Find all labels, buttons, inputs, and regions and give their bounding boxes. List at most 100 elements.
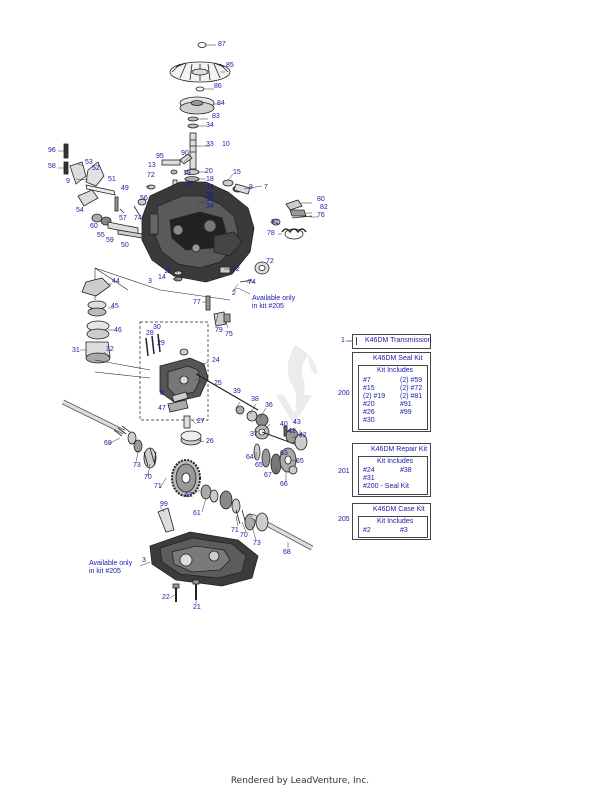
part-label-14: 14: [158, 274, 166, 281]
part-label-71: 71: [231, 527, 239, 534]
control-lever: [63, 143, 116, 207]
kit-seal-item: (2) #81: [400, 393, 423, 400]
part-label-13: 13: [148, 162, 156, 169]
kit-case-includes: Kit Includes: [377, 518, 414, 525]
part-label-77: 77: [193, 299, 201, 306]
kit-case-number: 205: [338, 516, 350, 523]
part-label-49: 49: [121, 185, 129, 192]
part-label-11: 11: [164, 268, 172, 275]
part-label-99: 99: [160, 501, 168, 508]
bull-gear: [171, 459, 201, 497]
part-label-39: 39: [233, 388, 241, 395]
part-label-69: 69: [104, 440, 112, 447]
part-label-72: 72: [147, 172, 155, 179]
part-label-65: 65: [255, 462, 263, 469]
part-label-10: 10: [222, 141, 230, 148]
part-label-80: 80: [317, 196, 325, 203]
part-label-68: 68: [283, 549, 291, 556]
part-label-34: 34: [206, 184, 214, 191]
part-label-42: 42: [299, 432, 307, 439]
kit-case-box: K46DM Case Kit Kit Includes #2 #3: [352, 503, 431, 540]
part-label-55: 55: [97, 232, 105, 239]
part-label-8: 8: [249, 184, 253, 191]
part-label-31: 31: [72, 347, 80, 354]
part-label-84: 84: [217, 100, 225, 107]
part-label-50: 50: [121, 242, 129, 249]
kit-case-title: K46DM Case Kit: [373, 506, 425, 513]
kit-case-item: #3: [400, 527, 408, 534]
part-label-21: 21: [193, 604, 201, 611]
kit-seal-item: #20: [363, 401, 375, 408]
part-label-19: 19: [183, 170, 191, 177]
part-label-32: 32: [106, 346, 114, 353]
part-label-20: 20: [205, 168, 213, 175]
kit-seal-item: (2) #72: [400, 385, 423, 392]
part-label-34: 34: [206, 203, 214, 210]
part-label-7: 7: [264, 184, 268, 191]
kit-seal-item: (2) #19: [363, 393, 386, 400]
part-label-76: 76: [317, 212, 325, 219]
cooling-fan: [169, 61, 231, 83]
part-label-30: 30: [153, 324, 161, 331]
kit-repair-number: 201: [338, 468, 350, 475]
kit-seal-item: #15: [363, 385, 375, 392]
note-lower-line-2: in kit #205: [89, 568, 121, 575]
part-label-74: 74: [134, 215, 142, 222]
spring-coil: [281, 228, 307, 240]
kit-seal-box: K46DM Seal Kit Kit Includes #7(2) #59#15…: [352, 352, 431, 432]
part-label-35: 35: [206, 196, 214, 203]
part-label-74: 74: [248, 279, 256, 286]
part-label-53: 53: [85, 159, 93, 166]
part-label-34: 34: [206, 192, 214, 199]
kit-repair-item: #24: [363, 467, 375, 474]
right-axle: [250, 512, 314, 551]
part-label-57: 57: [119, 215, 127, 222]
part-label-82: 82: [232, 266, 240, 273]
part-label-8: 8: [160, 390, 164, 397]
part-label-65: 65: [296, 458, 304, 465]
part-label-9: 9: [66, 178, 70, 185]
kit-seal-item: #7: [363, 377, 371, 384]
part-label-66: 66: [280, 481, 288, 488]
kit-seal-number: 200: [338, 390, 350, 397]
part-label-18: 18: [206, 176, 214, 183]
part-label-15: 15: [233, 169, 241, 176]
note-upper-line-1: Available only: [252, 295, 296, 302]
kit-repair-item: #38: [400, 467, 412, 474]
part-label-40: 40: [280, 421, 288, 428]
left-axle-shaft: [91, 213, 143, 239]
part-label-70: 70: [240, 532, 248, 539]
part-label-3: 3: [148, 278, 152, 285]
part-label-51: 51: [108, 176, 116, 183]
part-label-90: 90: [181, 150, 189, 157]
part-label-43: 43: [293, 419, 301, 426]
differential-gears-right: [253, 443, 298, 475]
bushing-72: [254, 261, 270, 275]
transmission-housing: [141, 181, 255, 283]
kit-repair-includes: Kit Includes: [377, 458, 414, 465]
kit-seal-item: #30: [363, 417, 375, 424]
part-label-96: 96: [48, 147, 56, 154]
kit-repair-item: #31: [363, 475, 375, 482]
lower-case: [149, 531, 259, 587]
part-label-56: 56: [140, 195, 148, 202]
part-label-41: 41: [288, 428, 296, 435]
part-label-59: 59: [106, 237, 114, 244]
kit-transmission-number: 1: [341, 337, 345, 344]
part-label-73: 73: [133, 462, 141, 469]
kit-seal-item: #99: [400, 409, 412, 416]
part-label-83: 83: [212, 113, 220, 120]
kit-repair-box: K46DM Repair Kit Kit Includes #24#38#31#…: [352, 443, 431, 497]
part-label-54: 54: [76, 207, 84, 214]
part-label-70: 70: [144, 474, 152, 481]
kit-transmission-box: K46DM Transmission: [352, 334, 432, 349]
part-label-22: 22: [162, 594, 170, 601]
footer-credit: Rendered by LeadVenture, Inc.: [230, 776, 370, 786]
part-label-46: 46: [114, 327, 122, 334]
kit-case-item: #2: [363, 527, 371, 534]
part-label-45: 45: [111, 303, 119, 310]
pulley: [179, 96, 215, 115]
part-label-95: 95: [156, 153, 164, 160]
part-label-61: 61: [193, 510, 201, 517]
part-label-79: 79: [215, 327, 223, 334]
